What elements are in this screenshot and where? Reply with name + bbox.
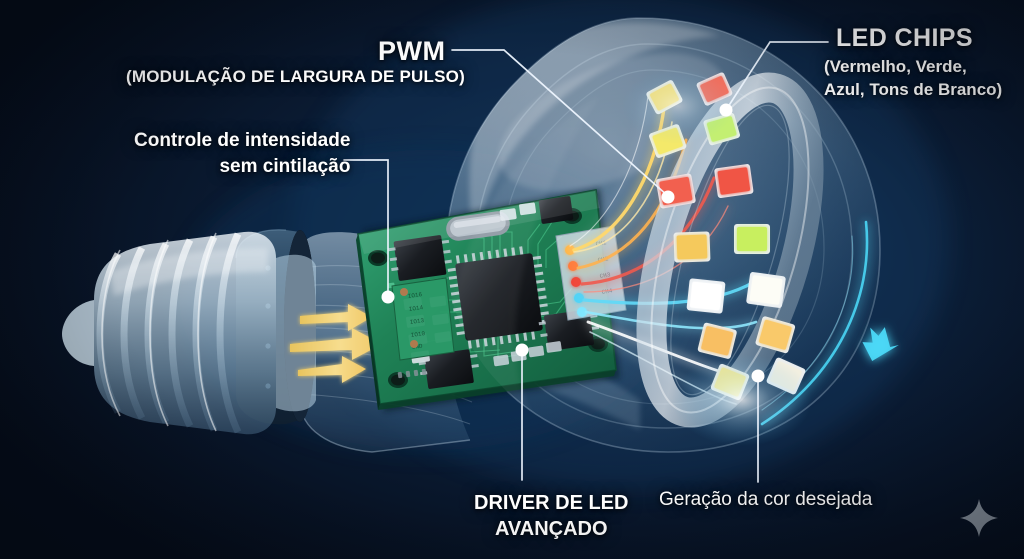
callout-dots	[381, 103, 765, 383]
callout-line-led-chips	[725, 41, 829, 111]
label-led-chips-sub2: Azul, Tons de Branco)	[824, 79, 1003, 99]
label-driver-line2: AVANÇADO	[494, 518, 608, 540]
label-color-generation: Geração da cor desejada	[659, 489, 873, 510]
sparkle-icon	[960, 499, 998, 537]
label-intensity-line1: Controle de intensidade	[134, 130, 351, 151]
label-driver: DRIVER DE LED AVANÇADO	[474, 490, 628, 542]
label-led-chips-title: LED CHIPS	[836, 24, 973, 52]
label-led-chips-sub1: (Vermelho, Verde,	[824, 57, 967, 76]
callout-line-pwm	[451, 49, 669, 197]
label-driver-line1: DRIVER DE LED	[474, 492, 629, 514]
label-pwm-title: PWM	[378, 36, 446, 66]
label-pwm-subtitle: (MODULAÇÃO DE LARGURA DE PULSO)	[126, 67, 465, 86]
label-led-chips-subtitle: (Vermelho, Verde, Azul, Tons de Branco)	[824, 56, 1002, 102]
callout-line-intensity	[343, 159, 389, 297]
label-intensity: Controle de intensidade sem cintilação	[134, 128, 350, 179]
label-intensity-line2: sem cintilação	[219, 155, 351, 177]
